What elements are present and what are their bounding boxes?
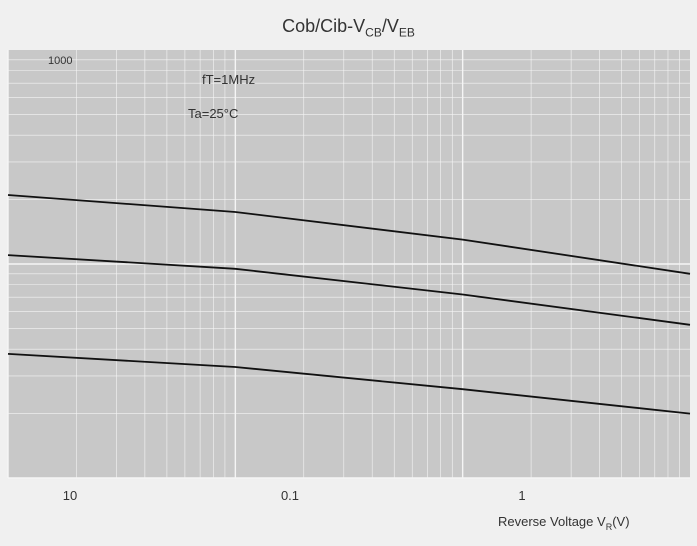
annotation-frequency: fT=1MHz [202,72,255,87]
curve-line-3 [7,353,691,415]
x-axis-label-main: Reverse Voltage V [498,514,606,529]
x-tick-label: 1 [518,488,525,503]
x-axis-label-unit: (V) [612,514,629,529]
chart-title: Cob/Cib-VCB/VEB [0,16,697,40]
x-axis-label: Reverse Voltage VR(V) [498,514,630,532]
curves [7,194,691,415]
y-tick-top: 1000 [48,55,72,67]
chart-title-sub-cb: CB [365,25,382,40]
x-tick-label: 0.1 [281,488,299,503]
chart-title-prefix: Cob/Cib-V [282,16,366,36]
chart-title-slash: /V [381,16,399,36]
grid-lines [7,50,690,479]
curve-line-2 [7,254,691,326]
x-axis-label-sub: R [606,522,613,532]
curve-line-1 [7,194,691,275]
x-tick-label: 10 [63,488,77,503]
annotation-temperature: Ta=25°C [188,106,238,121]
chart-title-sub-eb: EB [398,25,415,40]
